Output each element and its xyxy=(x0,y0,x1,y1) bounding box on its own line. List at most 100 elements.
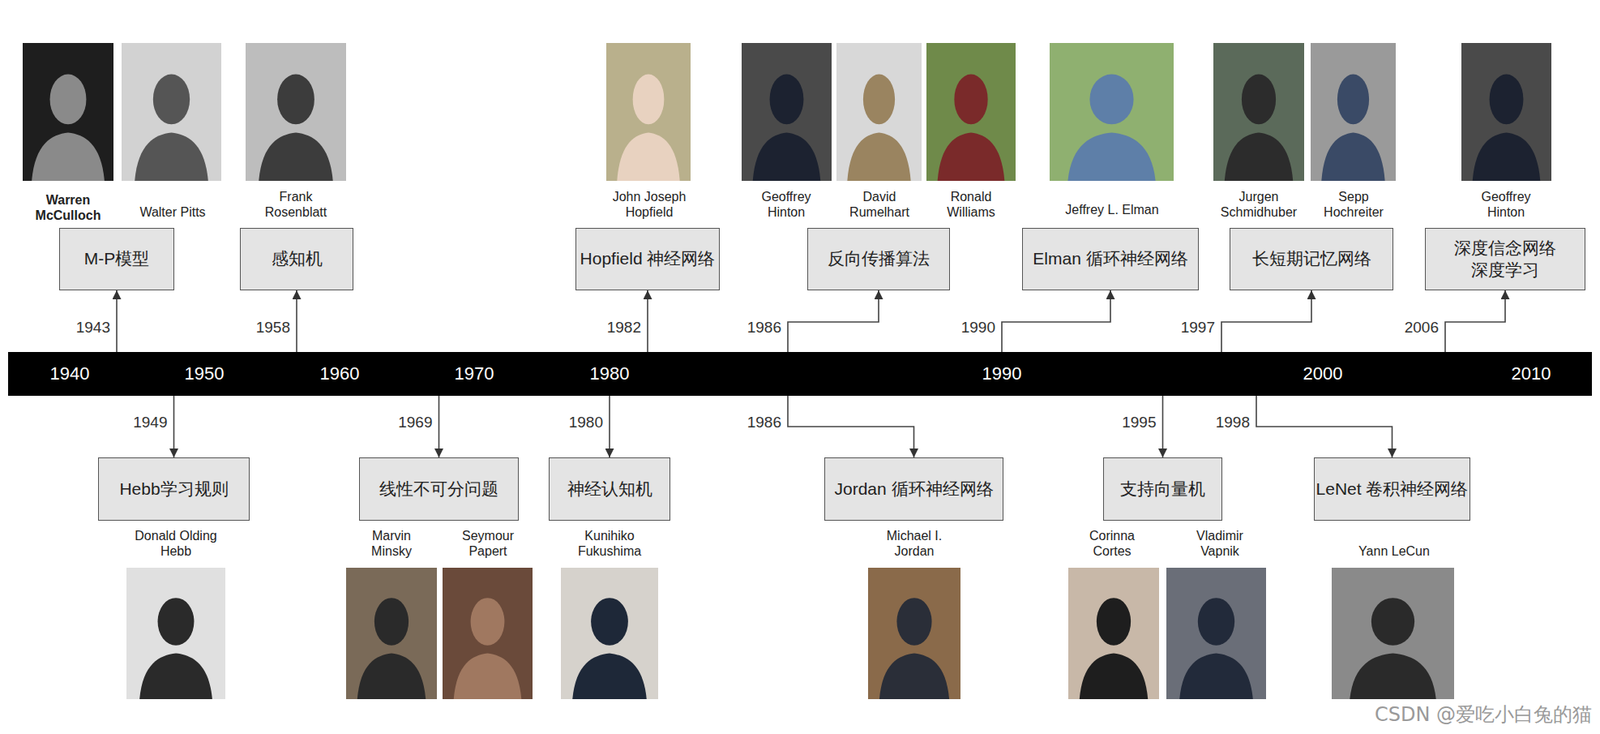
portrait-photo xyxy=(126,567,226,699)
portrait-photo xyxy=(245,42,347,181)
timeline-bar: 1940 1950 1960 1970 1980 1990 2000 2010 xyxy=(8,351,1592,396)
milestone-box: 深度信念网络 深度学习 xyxy=(1424,227,1586,291)
timeline-connector xyxy=(1001,290,1111,352)
person-name: Geoffrey Hinton xyxy=(745,188,827,220)
milestone-text: 感知机 xyxy=(271,248,323,270)
milestone-box: Elman 循环神经网络 xyxy=(1022,227,1199,291)
year-label: 1958 xyxy=(256,319,291,337)
person-name: Donald Olding Hebb xyxy=(123,527,229,559)
portrait-photo xyxy=(1049,42,1174,181)
year-label: 1982 xyxy=(607,319,642,337)
decade-label: 2000 xyxy=(1303,351,1344,396)
milestone-box: Hebb学习规则 xyxy=(98,457,250,521)
milestone-box: 长短期记忆网络 xyxy=(1229,227,1394,291)
portrait-photo xyxy=(1068,567,1160,699)
person-name: Yann LeCun xyxy=(1329,543,1459,559)
timeline-connector xyxy=(173,395,176,458)
person-name: Sepp Hochreiter xyxy=(1313,188,1395,220)
year-label: 1943 xyxy=(76,319,111,337)
portrait-photo xyxy=(1166,567,1267,699)
timeline-connector xyxy=(438,395,441,458)
person-name: Marvin Minsky xyxy=(350,527,433,559)
milestone-text: Hopfield 神经网络 xyxy=(580,248,716,270)
decade-label: 1940 xyxy=(50,351,90,396)
year-label: 1995 xyxy=(1121,414,1156,432)
timeline-connector xyxy=(1162,395,1164,458)
timeline-connector xyxy=(1445,290,1506,352)
timeline-connector xyxy=(608,395,611,458)
portrait-photo xyxy=(1461,42,1552,181)
timeline-connector xyxy=(295,290,298,352)
milestone-box: LeNet 卷积神经网络 xyxy=(1313,457,1471,521)
milestone-text: 支持向量机 xyxy=(1120,478,1206,500)
year-label: 1990 xyxy=(961,319,996,337)
milestone-text: M-P模型 xyxy=(84,248,150,270)
person-name: Corinna Cortes xyxy=(1071,527,1153,559)
person-name: Ronald Williams xyxy=(930,188,1012,220)
portrait-photo xyxy=(741,42,832,181)
timeline-connector xyxy=(787,395,915,458)
person-name: Geoffrey Hinton xyxy=(1465,188,1547,220)
decade-label: 1970 xyxy=(454,351,495,396)
timeline-connector xyxy=(1256,395,1393,458)
milestone-text: Jordan 循环神经网络 xyxy=(834,478,993,500)
decade-label: 1950 xyxy=(184,351,225,396)
milestone-box: 反向传播算法 xyxy=(807,227,950,291)
portrait-photo xyxy=(1331,567,1455,699)
year-label: 2006 xyxy=(1404,319,1439,337)
decade-label: 1980 xyxy=(590,351,630,396)
milestone-box: 线性不可分问题 xyxy=(359,457,519,521)
year-label: 1986 xyxy=(747,319,782,337)
milestone-box: 感知机 xyxy=(239,227,354,291)
timeline-connector xyxy=(115,290,118,352)
portrait-photo xyxy=(1213,42,1305,181)
milestone-text: 神经认知机 xyxy=(567,478,653,500)
milestone-box: M-P模型 xyxy=(59,227,175,291)
person-name: Michael I. Jordan xyxy=(873,527,955,559)
milestone-text: 线性不可分问题 xyxy=(379,478,499,500)
year-label: 1980 xyxy=(568,414,604,432)
milestone-box: Hopfield 神经网络 xyxy=(575,227,720,291)
milestone-box: 支持向量机 xyxy=(1103,457,1223,521)
person-name: Seymour Papert xyxy=(447,527,529,559)
milestone-text: Elman 循环神经网络 xyxy=(1032,248,1188,270)
portrait-photo xyxy=(868,567,961,699)
year-label: 1986 xyxy=(747,414,782,432)
person-name: John Joseph Hopfield xyxy=(600,188,698,220)
milestone-text: 反向传播算法 xyxy=(827,248,930,270)
portrait-photo xyxy=(926,42,1016,181)
year-label: 1998 xyxy=(1215,414,1250,432)
person-name: Walter Pitts xyxy=(107,204,238,220)
portrait-photo xyxy=(346,567,437,699)
person-name: Jeffrey L. Elman xyxy=(1039,201,1186,218)
timeline-connector xyxy=(646,290,649,352)
decade-label: 1990 xyxy=(982,351,1023,396)
year-label: 1969 xyxy=(397,414,433,432)
person-name: Warren McCulloch xyxy=(23,192,113,223)
decade-label: 1960 xyxy=(320,351,360,396)
milestone-box: Jordan 循环神经网络 xyxy=(824,457,1004,521)
person-name: David Rumelhart xyxy=(838,188,920,220)
portrait-photo xyxy=(22,42,114,181)
portrait-photo xyxy=(121,42,222,181)
milestone-text: 长短期记忆网络 xyxy=(1252,248,1372,270)
portrait-photo xyxy=(442,567,533,699)
decade-label: 2010 xyxy=(1511,351,1552,396)
year-label: 1949 xyxy=(132,414,167,432)
person-name: Vladimir Vapnik xyxy=(1179,527,1261,559)
milestone-box: 神经认知机 xyxy=(548,457,671,521)
milestone-text: 深度信念网络 深度学习 xyxy=(1425,237,1585,281)
milestone-text: Hebb学习规则 xyxy=(119,478,228,500)
person-name: Jurgen Schmidhuber xyxy=(1214,188,1304,220)
portrait-photo xyxy=(560,567,659,699)
milestone-text: LeNet 卷积神经网络 xyxy=(1316,478,1469,500)
person-name: Frank Rosenblatt xyxy=(251,188,341,220)
timeline-connector xyxy=(1221,290,1312,352)
portrait-photo xyxy=(836,42,922,181)
watermark: CSDN @爱吃小白兔的猫 xyxy=(1374,701,1592,728)
portrait-photo xyxy=(606,42,691,181)
person-name: Kunihiko Fukushima xyxy=(568,527,651,559)
timeline-connector xyxy=(787,290,879,352)
year-label: 1997 xyxy=(1180,319,1215,337)
